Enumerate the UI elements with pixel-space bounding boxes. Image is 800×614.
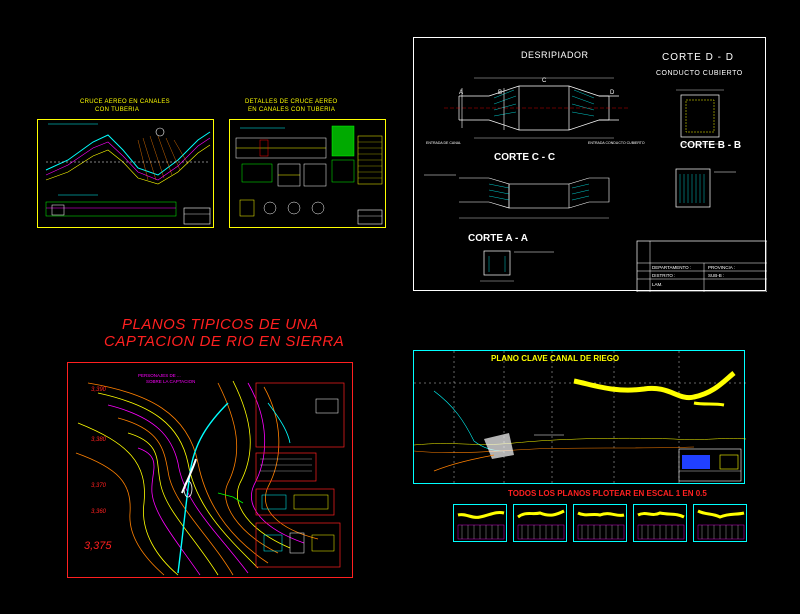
thumbnail-1-drawing: [457, 511, 505, 540]
canal-sheet[interactable]: PLANO CLAVE CANAL DE RIEGO: [413, 350, 746, 485]
canal-title: PLANO CLAVE CANAL DE RIEGO: [491, 354, 620, 363]
elevation-label-2: 3,380: [91, 437, 107, 443]
thumbnails-row: [453, 504, 767, 544]
cruce-sheet1-title-line2: CON TUBERIA: [95, 107, 140, 113]
captacion-drawing: [75, 380, 345, 576]
tb-departamento: DEPARTAMENTO :: [652, 265, 691, 270]
desripiador-sheet[interactable]: A B C D ENTRADA DE CANAL ENTRADA CONDUCT…: [413, 37, 767, 292]
label-entrada: ENTRADA DE CANAL: [426, 141, 461, 145]
thumbnail-plano-2[interactable]: [513, 504, 567, 542]
thumbnail-3-drawing: [577, 511, 625, 540]
cruce-sheet1-title-line1: CRUCE AEREO EN CANALES: [80, 99, 170, 105]
tb-lam: LAM.: [652, 282, 663, 287]
elevation-label-3: 3,370: [91, 483, 107, 489]
main-title-line2: CAPTACION DE RIO EN SIERRA: [104, 333, 345, 350]
cruce-sheet-1-drawing: [45, 123, 211, 225]
captacion-sheet[interactable]: PERSONAJES DE ... SOBRE LA CAPTACION 3,3…: [67, 362, 353, 578]
section-mark-c: C: [542, 78, 547, 84]
section-mark-d: D: [610, 90, 615, 96]
elevation-label-5: 3,375: [84, 540, 112, 552]
cruce-sheet2-title-line2: EN CANALES CON TUBERIA: [248, 107, 336, 113]
captacion-sheet-title-line1: PERSONAJES DE ...: [138, 373, 181, 378]
canal-drawing: [414, 351, 746, 485]
thumbnail-2-drawing: [517, 509, 565, 540]
cruce-sheet-2[interactable]: [229, 119, 386, 228]
elevation-label-1: 3,390: [91, 387, 107, 393]
elevation-label-4: 3,360: [91, 509, 107, 515]
corte-c-title: CORTE C - C: [494, 152, 556, 163]
corte-a-title: CORTE A - A: [468, 233, 528, 244]
section-mark-b: B: [498, 90, 502, 96]
tb-provincia: PROVINCIA :: [708, 265, 735, 270]
captacion-sheet-title-line2: SOBRE LA CAPTACION: [146, 379, 196, 384]
tb-distrito: DISTRITO :: [652, 273, 675, 278]
plot-note: TODOS LOS PLANOS PLOTEAR EN ESCAL 1 EN 0…: [508, 489, 707, 498]
corte-b-title: CORTE B - B: [680, 140, 742, 151]
corte-d-subtitle: CONDUCTO CUBIERTO: [656, 70, 743, 77]
desripiador-title: DESRIPIADOR: [521, 50, 589, 60]
label-salida: ENTRADA CONDUCTO CUBIERTO: [588, 141, 645, 145]
main-title-line1: PLANOS TIPICOS DE UNA: [122, 316, 319, 333]
thumbnail-5-drawing: [697, 509, 745, 540]
thumbnail-plano-1[interactable]: [453, 504, 507, 542]
tb-sub: SUB-B :: [708, 273, 724, 278]
thumbnail-plano-4[interactable]: [633, 504, 687, 542]
desripiador-drawing: A B C D ENTRADA DE CANAL ENTRADA CONDUCT…: [424, 77, 767, 292]
thumbnail-plano-5[interactable]: [693, 504, 747, 542]
cruce-sheet2-title-line1: DETALLES DE CRUCE AEREO: [245, 99, 338, 105]
section-mark-a: A: [459, 90, 463, 96]
corte-d-title: CORTE D - D: [662, 52, 734, 63]
cruce-sheet-2-drawing: [235, 125, 383, 225]
thumbnail-plano-3[interactable]: [573, 504, 627, 542]
thumbnail-4-drawing: [637, 511, 685, 540]
cruce-sheet-1[interactable]: [37, 119, 214, 228]
